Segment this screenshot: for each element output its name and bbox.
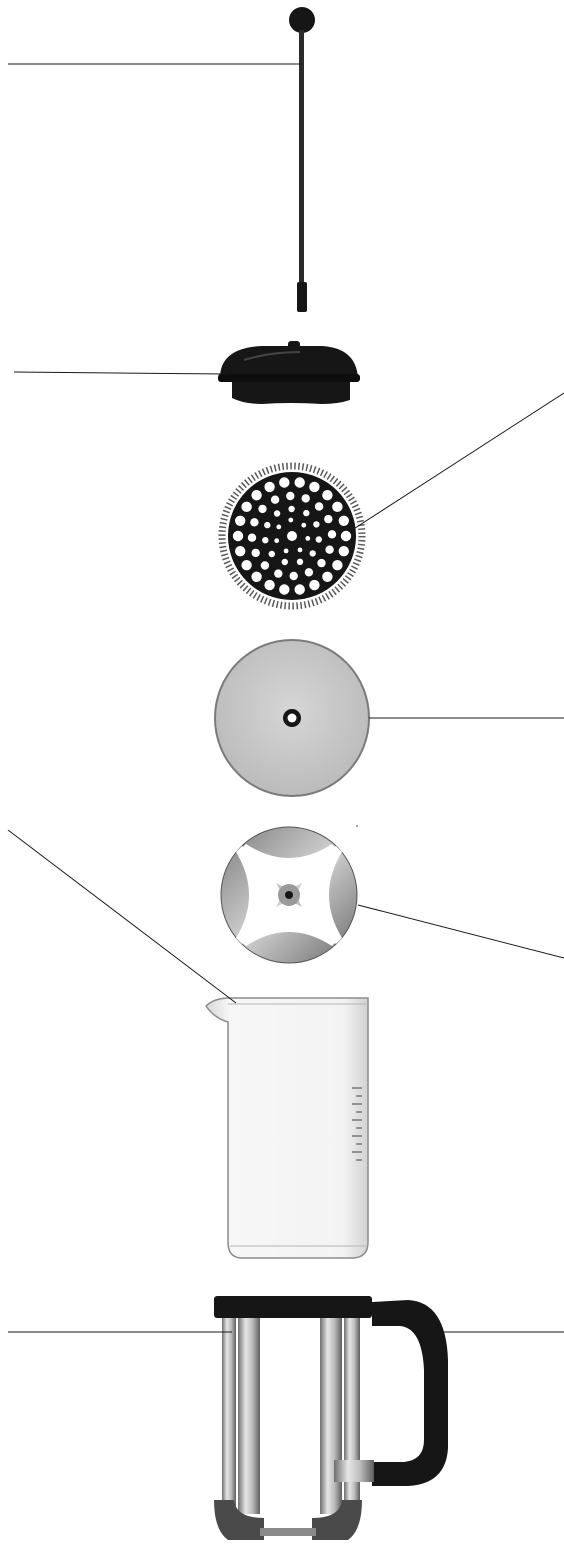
spiral-hole <box>264 580 274 590</box>
plunger-rod-icon <box>289 7 315 312</box>
spiral-hole <box>282 559 288 565</box>
spiral-hole <box>261 561 269 569</box>
spiral-hole <box>328 530 336 538</box>
speck <box>356 825 358 827</box>
spiral-hole <box>269 551 275 557</box>
leader-line-glass-beaker <box>8 830 236 1003</box>
spiral-hole <box>339 516 349 526</box>
spiral-hole <box>274 538 279 543</box>
spiral-hole <box>235 546 245 556</box>
glass-beaker-icon <box>206 998 368 1258</box>
spiral-hole <box>279 584 289 594</box>
spiral-hole <box>309 580 319 590</box>
spiral-hole <box>305 568 313 576</box>
spiral-hole <box>325 546 333 554</box>
spiral-hole <box>264 482 274 492</box>
spiral-hole <box>233 531 243 541</box>
spiral-hole <box>258 505 266 513</box>
spiral-hole <box>313 521 319 527</box>
spiral-hole <box>241 502 251 512</box>
spiral-hole <box>276 525 281 530</box>
spiral-hole <box>250 518 258 526</box>
spiral-hole <box>303 510 309 516</box>
spiral-hole <box>302 494 310 502</box>
spiral-hole <box>279 477 289 487</box>
frame-handle-icon <box>214 1296 448 1540</box>
spiral-hole <box>248 534 256 542</box>
leader-line-lid <box>14 372 226 374</box>
spiral-hole <box>332 502 342 512</box>
spiral-hole <box>262 537 268 543</box>
spiral-hole <box>295 584 305 594</box>
spiral-hole <box>309 482 319 492</box>
spiral-hole <box>290 572 298 580</box>
spiral-hole <box>324 515 332 523</box>
spiral-hole <box>288 518 293 523</box>
spiral-hole <box>235 516 245 526</box>
spiral-hole <box>274 510 280 516</box>
spiral-hole <box>241 560 251 570</box>
spiral-hole <box>322 490 332 500</box>
mesh-filter-icon <box>215 640 369 796</box>
spiral-hole <box>251 490 261 500</box>
spiral-hole <box>317 559 325 567</box>
spiral-hole <box>284 549 289 554</box>
spiral-hole <box>301 523 306 528</box>
spiral-hole <box>315 502 323 510</box>
lid-icon <box>218 341 360 404</box>
spiral-hole <box>332 560 342 570</box>
cross-plate-icon <box>221 827 357 963</box>
spiral-hole <box>298 548 303 553</box>
leader-line-spiral-plate <box>352 393 564 530</box>
spiral-hole <box>316 536 322 542</box>
spiral-hole <box>295 477 305 487</box>
spiral-hole <box>264 522 270 528</box>
spiral-hole <box>339 546 349 556</box>
spiral-hole <box>288 506 294 512</box>
spiral-hole <box>341 531 351 541</box>
spiral-hole <box>251 572 261 582</box>
spiral-plate-icon <box>222 466 362 606</box>
spiral-hole <box>305 536 310 541</box>
leader-line-cross-plate <box>358 905 564 958</box>
spiral-hole <box>297 559 303 565</box>
spiral-hole <box>274 569 282 577</box>
spiral-hole <box>310 550 316 556</box>
spiral-hole <box>286 492 294 500</box>
spiral-hole <box>271 496 279 504</box>
spiral-hole <box>252 549 260 557</box>
spiral-hole <box>322 572 332 582</box>
